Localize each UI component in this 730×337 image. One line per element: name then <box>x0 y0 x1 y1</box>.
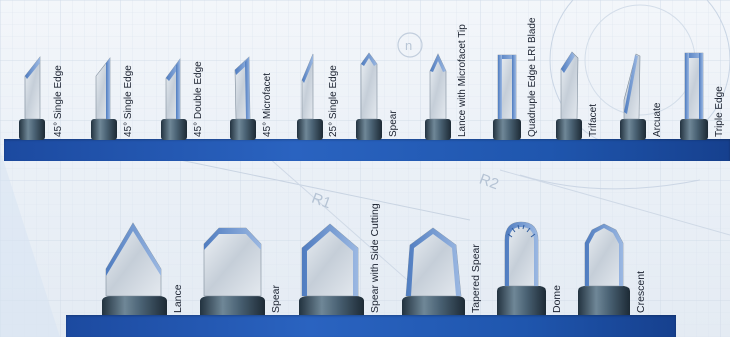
label-45-single-edge-alt: 45° Single Edge <box>123 65 134 137</box>
label-quadruple-edge-lri: Quadruple Edge LRI Blade <box>527 17 538 137</box>
label-spear: Spear <box>388 110 399 137</box>
label-45-double-edge: 45° Double Edge <box>193 61 204 137</box>
socket <box>299 296 364 315</box>
socket <box>19 119 45 140</box>
socket <box>680 119 708 140</box>
blade-45-microfacet-icon <box>234 56 251 120</box>
blade-tapered-spear-icon <box>405 227 462 297</box>
label-lance-microfacet-tip: Lance with Microfacet Tip <box>457 24 468 137</box>
label-45-single-edge: 45° Single Edge <box>53 65 64 137</box>
socket <box>200 296 265 315</box>
blade-45-single-edge-icon <box>24 56 41 120</box>
socket <box>497 286 546 315</box>
top-base-bar <box>4 139 730 161</box>
label-spear-side-cutting: Spear with Side Cutting <box>369 203 381 313</box>
label-25-single-edge: 25° Single Edge <box>328 65 339 137</box>
socket <box>402 296 465 315</box>
bottom-sockets <box>102 286 630 315</box>
bottom-base-bar <box>66 315 676 337</box>
socket <box>620 119 646 140</box>
blade-arcuate-icon <box>623 53 641 120</box>
socket <box>356 119 382 140</box>
label-arcuate: Arcuate <box>652 102 663 137</box>
blade-crescent-icon <box>584 223 624 287</box>
drawing-mark-r2: R2 <box>477 171 501 194</box>
socket <box>161 119 187 140</box>
blade-trifacet-icon <box>560 51 579 120</box>
label-lance: Lance <box>172 284 184 313</box>
blade-45-single-edge-alt-icon <box>95 57 111 120</box>
blade-spear-large-icon <box>203 227 262 297</box>
label-crescent: Crescent <box>635 270 647 313</box>
blade-dome-icon <box>504 221 539 287</box>
label-triple-edge: Triple Edge <box>714 86 725 137</box>
socket <box>425 119 451 140</box>
blade-triple-edge-icon <box>684 52 704 120</box>
top-sockets <box>19 119 708 140</box>
blade-lance-icon <box>105 222 162 297</box>
blade-25-single-edge-icon <box>301 53 314 120</box>
blade-lance-microfacet-tip-icon <box>429 53 447 120</box>
drawing-mark-n: n <box>405 38 412 53</box>
blade-spear-side-cutting-icon <box>301 223 359 297</box>
blade-quadruple-edge-lri-icon <box>497 54 517 120</box>
socket <box>102 296 167 315</box>
drawing-mark-r1: R1 <box>309 190 333 213</box>
blade-spear-icon <box>360 52 378 120</box>
label-spear-large: Spear <box>270 284 282 313</box>
socket <box>556 119 582 140</box>
socket <box>578 286 630 315</box>
label-trifacet: Trifacet <box>588 104 599 137</box>
blade-45-double-edge-icon <box>165 58 181 120</box>
label-45-microfacet: 45° Microfacet <box>262 72 273 137</box>
socket <box>493 119 521 140</box>
socket <box>297 119 323 140</box>
socket <box>91 119 117 140</box>
label-tapered-spear: Tapered Spear <box>470 244 482 313</box>
socket <box>230 119 256 140</box>
label-dome: Dome <box>551 284 563 313</box>
